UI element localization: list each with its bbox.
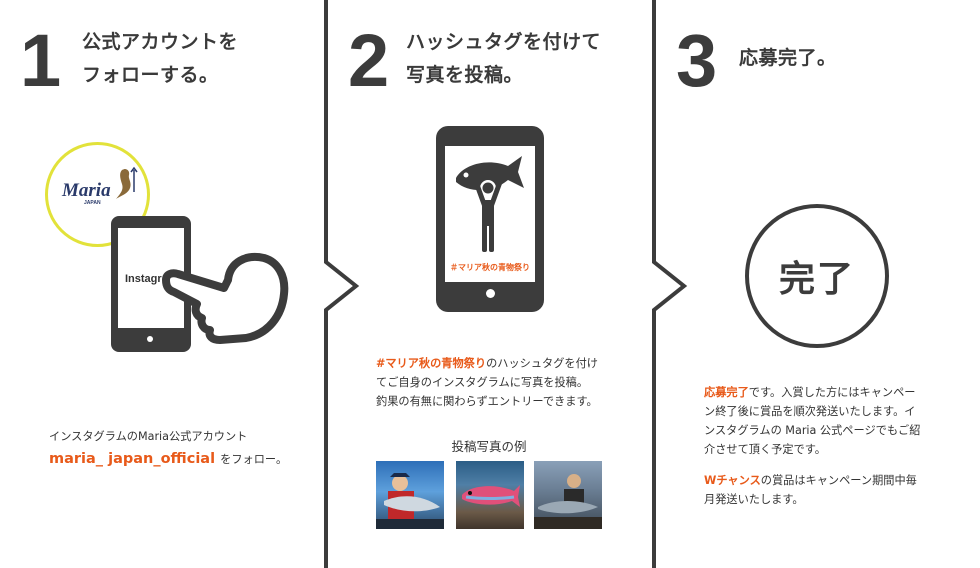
step-3-title: 応募完了。 bbox=[739, 47, 837, 69]
step-3-desc-line1-suffix: です。入賞した方にはキャンペー bbox=[748, 386, 916, 399]
hashtag-highlight: #マリア秋の青物祭り bbox=[376, 357, 487, 370]
step-3-desc-line4: 介させて頂く予定です。 bbox=[704, 443, 826, 456]
w-chance-highlight: Wチャンス bbox=[704, 474, 761, 487]
phone-1-screen-text: Instagr bbox=[125, 273, 162, 285]
step-3-desc-line1: 応募完了です。入賞した方にはキャンペー bbox=[704, 384, 915, 402]
step-2-title: ハッシュタグを付けて 写真を投稿。 bbox=[406, 26, 601, 92]
phone-1-home-button bbox=[147, 336, 153, 342]
step-3-desc-line2: ン終了後に賞品を順次発送いたします。イ bbox=[704, 405, 916, 418]
instagram-handle: maria_ japan_official bbox=[49, 451, 216, 467]
step-2-desc-line3: 釣果の有無に関わらずエントリーできます。 bbox=[376, 395, 598, 408]
step-3-chance-line1-suffix: の賞品はキャンペーン期間中毎 bbox=[760, 474, 917, 487]
maria-logo-sub: JAPAN bbox=[84, 200, 101, 206]
mermaid-icon bbox=[116, 166, 138, 199]
step-2-desc-line2: てご自身のインスタグラムに写真を投稿。 bbox=[376, 376, 589, 389]
step-3-chance-line1: Wチャンスの賞品はキャンペーン期間中毎 bbox=[704, 472, 917, 490]
step-3-chance-line2: 月発送いたします。 bbox=[704, 493, 804, 506]
step-1-title: 公式アカウントを フォローする。 bbox=[82, 26, 238, 92]
example-photo-1 bbox=[376, 461, 444, 529]
complete-circle-text: 完了 bbox=[778, 259, 855, 300]
examples-title: 投稿写真の例 bbox=[451, 439, 527, 454]
example-photo-2 bbox=[456, 461, 524, 529]
phone-2-hashtag: ＃マリア秋の青物祭り bbox=[450, 263, 530, 272]
step-2-title-line1: ハッシュタグを付けて bbox=[406, 31, 602, 53]
step-2-desc-line1: #マリア秋の青物祭りのハッシュタグを付け bbox=[376, 355, 598, 373]
step-1-title-line2: フォローする。 bbox=[82, 64, 219, 86]
step-3-desc-line3: ンスタグラムの Maria 公式ページでもご紹 bbox=[704, 424, 921, 437]
maria-logo: Maria bbox=[62, 180, 111, 201]
example-photo-3 bbox=[534, 461, 602, 529]
maria-logo-circle bbox=[45, 142, 150, 247]
complete-highlight: 応募完了 bbox=[704, 386, 749, 399]
step-2-title-line2: 写真を投稿。 bbox=[406, 64, 524, 86]
step-1-desc-follow: をフォロー。 bbox=[220, 453, 288, 466]
step-2-number: 2 bbox=[348, 19, 389, 102]
step-2-desc-line1-suffix: のハッシュタグを付け bbox=[486, 357, 598, 370]
complete-circle bbox=[745, 204, 889, 348]
step-1-desc-line2: maria_ japan_official をフォロー。 bbox=[49, 448, 287, 469]
step-1-title-line1: 公式アカウントを bbox=[82, 31, 239, 53]
phone-2-home-button bbox=[486, 289, 495, 298]
pointing-hand-icon bbox=[162, 253, 289, 344]
step-3-number: 3 bbox=[676, 19, 717, 102]
step-1-desc-line1: インスタグラムのMaria公式アカウント bbox=[49, 430, 248, 443]
step-1-number: 1 bbox=[20, 19, 61, 102]
fish-holding-person-icon bbox=[456, 156, 524, 252]
